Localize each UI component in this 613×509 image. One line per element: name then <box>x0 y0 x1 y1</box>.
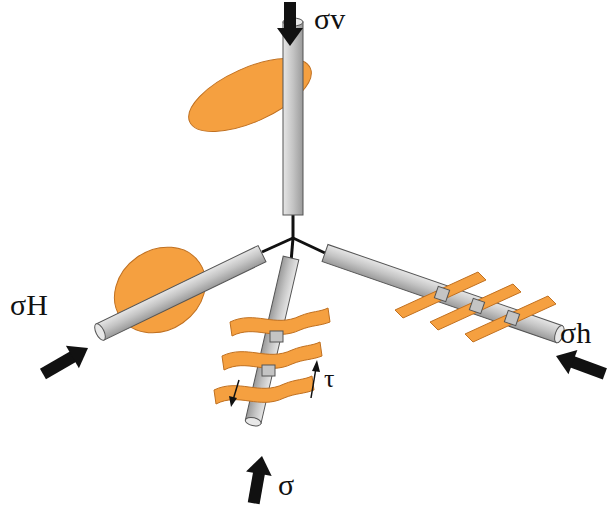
right-cylinder <box>322 244 566 343</box>
junction-lines <box>262 215 325 262</box>
shear-stress-label: τ <box>324 366 334 392</box>
shear-arrows <box>229 360 320 407</box>
right-cylinder-stubs <box>434 286 519 325</box>
min-horizontal-stress-label: σh <box>560 318 591 348</box>
front-cylinder-stubs <box>262 331 283 376</box>
max-horizontal-stress-label: σH <box>10 290 48 320</box>
stress-arrows <box>36 2 609 506</box>
fracture-plates <box>395 272 556 342</box>
shear-plates <box>214 308 330 404</box>
vertical-stress-label: σv <box>314 4 345 34</box>
normal-stress-label: σ <box>278 470 294 500</box>
vertical-cylinder <box>283 18 303 215</box>
